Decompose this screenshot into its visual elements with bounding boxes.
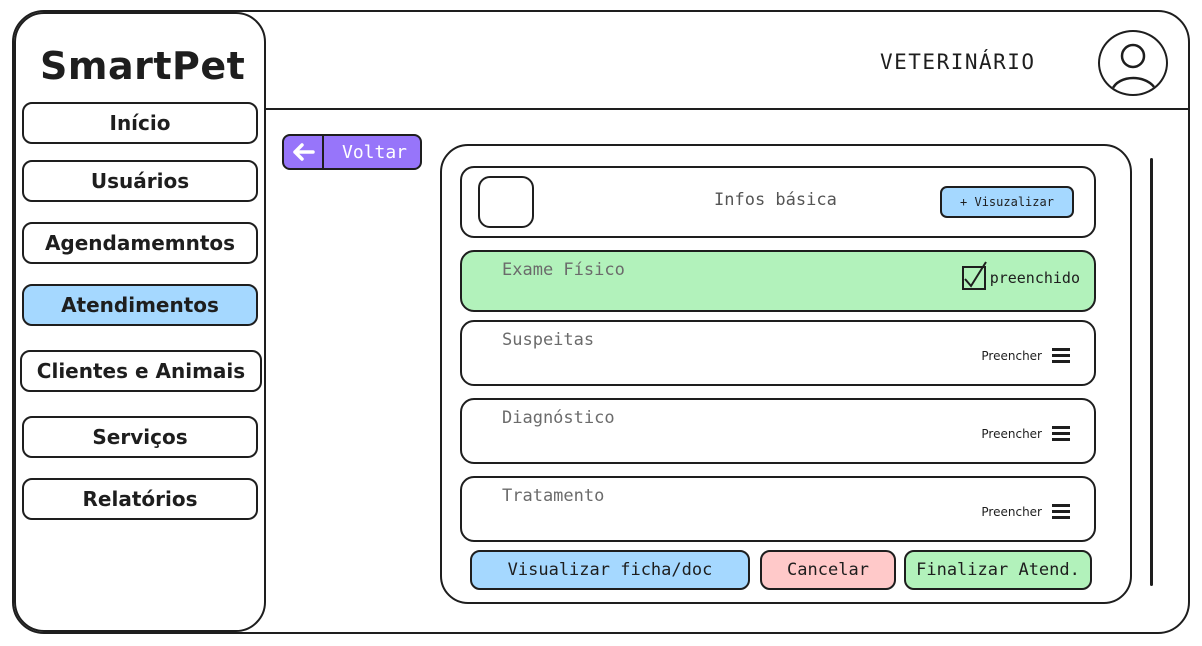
- back-label: Voltar: [342, 141, 408, 163]
- fill-action[interactable]: Preencher: [981, 504, 1070, 519]
- sidebar-item-agendamentos[interactable]: Agendamemntos: [22, 222, 258, 264]
- card-tratamento[interactable]: Tratamento Preencher: [460, 476, 1096, 542]
- filled-checkbox[interactable]: [961, 261, 987, 290]
- sidebar-item-label: Agendamemntos: [44, 231, 236, 255]
- attendance-panel: [440, 144, 1132, 604]
- check-icon: [963, 261, 987, 288]
- filled-status-label: preenchido: [989, 269, 1080, 287]
- sidebar-item-label: Início: [109, 111, 171, 135]
- list-icon: [1052, 504, 1070, 519]
- card-infos-basica[interactable]: Infos básica + Visuzalizar: [460, 166, 1096, 238]
- visualizar-button[interactable]: + Visuzalizar: [940, 186, 1074, 218]
- scrollbar[interactable]: [1150, 158, 1153, 586]
- view-record-button[interactable]: Visualizar ficha/doc: [470, 550, 750, 590]
- card-diagnostico[interactable]: Diagnóstico Preencher: [460, 398, 1096, 464]
- sidebar-item-label: Relatórios: [82, 487, 198, 511]
- finish-label: Finalizar Atend.: [916, 560, 1080, 580]
- avatar[interactable]: [1098, 30, 1168, 96]
- card-title: Diagnóstico: [502, 408, 615, 428]
- card-suspeitas[interactable]: Suspeitas Preencher: [460, 320, 1096, 386]
- fill-action-label: Preencher: [981, 348, 1042, 363]
- user-icon: [1110, 43, 1158, 91]
- sidebar-item-atendimentos[interactable]: Atendimentos: [22, 284, 258, 326]
- sidebar-item-servicos[interactable]: Serviços: [22, 416, 258, 458]
- card-exame-fisico[interactable]: Exame Físico preenchido: [460, 250, 1096, 312]
- select-checkbox[interactable]: [478, 176, 534, 228]
- sidebar-item-label: Usuários: [90, 169, 190, 193]
- card-title: Suspeitas: [502, 330, 595, 350]
- brand-logo: SmartPet: [40, 44, 246, 88]
- arrow-left-icon: [284, 136, 324, 168]
- filled-status: preenchido: [961, 261, 1080, 290]
- header-divider: [266, 108, 1188, 110]
- fill-action[interactable]: Preencher: [981, 426, 1070, 441]
- back-button[interactable]: Voltar: [282, 134, 422, 170]
- app-frame: [12, 10, 1190, 634]
- sidebar-item-clientes-animais[interactable]: Clientes e Animais: [20, 350, 262, 392]
- card-title: Exame Físico: [502, 260, 625, 280]
- card-title: Infos básica: [714, 190, 837, 210]
- sidebar-item-label: Serviços: [92, 425, 188, 449]
- finish-button[interactable]: Finalizar Atend.: [904, 550, 1092, 590]
- list-icon: [1052, 426, 1070, 441]
- list-icon: [1052, 348, 1070, 363]
- sidebar-item-label: Clientes e Animais: [36, 359, 246, 383]
- sidebar: [14, 12, 266, 632]
- card-title: Tratamento: [502, 486, 605, 506]
- fill-action[interactable]: Preencher: [981, 348, 1070, 363]
- cancel-label: Cancelar: [787, 560, 869, 580]
- sidebar-item-relatorios[interactable]: Relatórios: [22, 478, 258, 520]
- user-role-label: VETERINÁRIO: [880, 50, 1036, 74]
- cancel-button[interactable]: Cancelar: [760, 550, 896, 590]
- fill-action-label: Preencher: [981, 504, 1042, 519]
- visualizar-label: + Visuzalizar: [960, 195, 1054, 209]
- view-record-label: Visualizar ficha/doc: [507, 560, 713, 580]
- sidebar-item-usuarios[interactable]: Usuários: [22, 160, 258, 202]
- fill-action-label: Preencher: [981, 426, 1042, 441]
- sidebar-item-inicio[interactable]: Início: [22, 102, 258, 144]
- sidebar-item-label: Atendimentos: [61, 293, 219, 317]
